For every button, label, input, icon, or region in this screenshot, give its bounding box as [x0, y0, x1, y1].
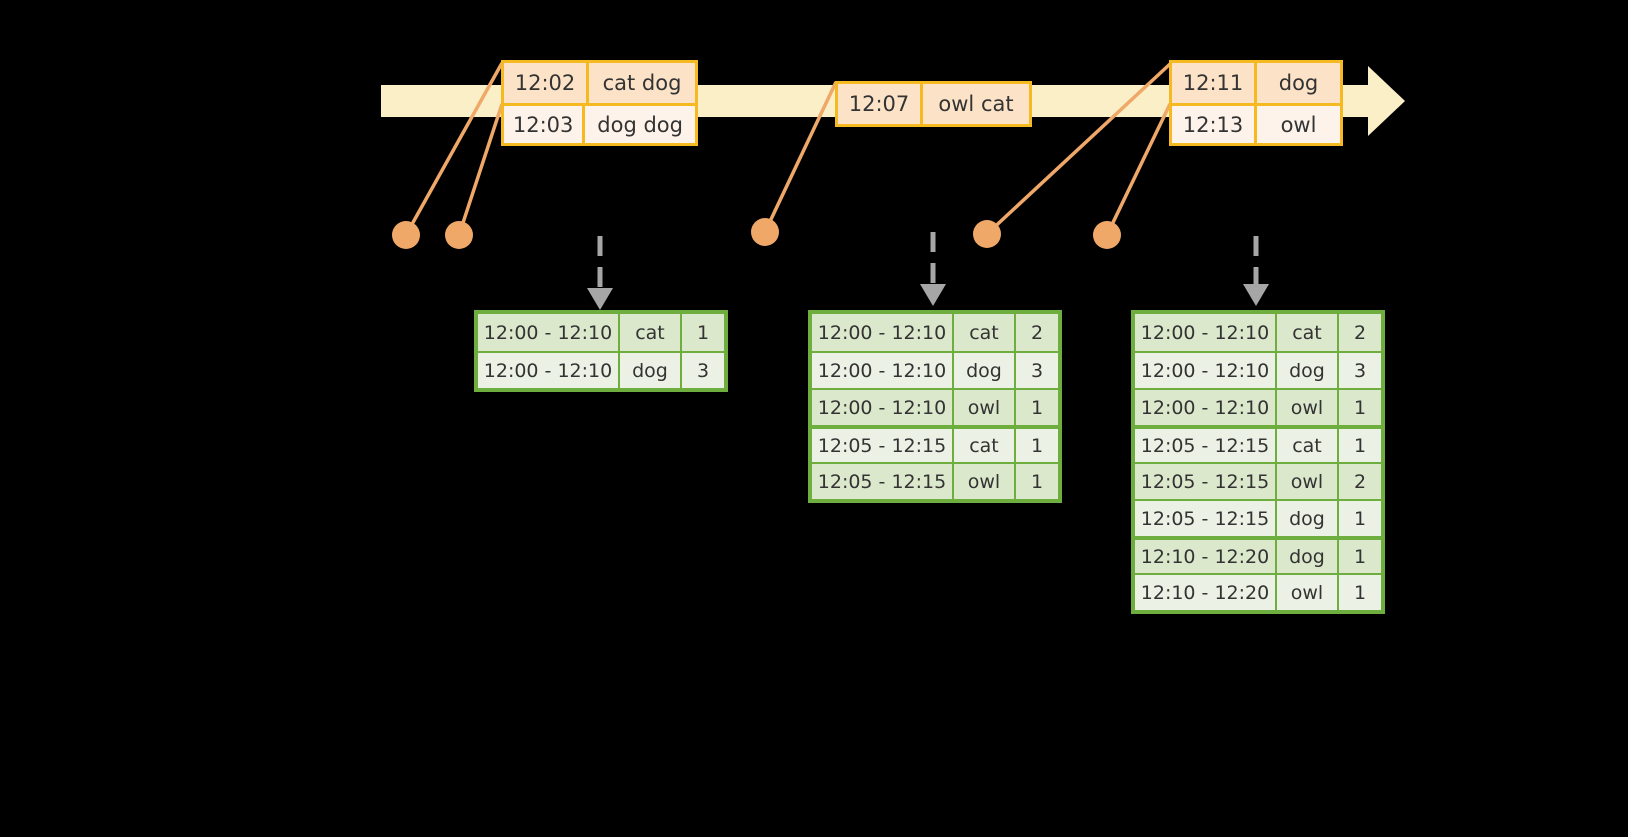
result-count: 1: [1353, 545, 1367, 568]
result-key: owl: [954, 390, 1016, 425]
table-row[interactable]: 12:05 - 12:15 cat 1: [1135, 425, 1381, 462]
event-row[interactable]: 12:02 cat dog: [504, 63, 695, 103]
event-row[interactable]: 12:11 dog: [1172, 63, 1340, 103]
result-count: 2: [1030, 321, 1044, 344]
result-window: 12:00 - 12:10: [1135, 353, 1277, 388]
result-window: 12:10 - 12:20: [1135, 575, 1277, 610]
event-row[interactable]: 12:03 dog dog: [504, 103, 695, 143]
result-key: owl: [1277, 464, 1339, 499]
result-count: 1: [1353, 434, 1367, 457]
result-key: dog: [620, 353, 682, 388]
result-window: 12:05 - 12:15: [812, 464, 954, 499]
result-window: 12:00 - 12:10: [812, 390, 954, 425]
connector-line-1: [404, 62, 504, 236]
event-time: 12:02: [504, 63, 589, 103]
result-count: 1: [1353, 581, 1367, 604]
event-time: 12:11: [1172, 63, 1257, 103]
event-text: cat dog: [602, 71, 682, 95]
result-key: owl: [954, 464, 1016, 499]
result-key: owl: [1277, 390, 1339, 425]
table-row[interactable]: 12:00 - 12:10 dog 3: [812, 351, 1058, 388]
event-time: 12:07: [838, 84, 923, 124]
result-window: 12:00 - 12:10: [478, 353, 620, 388]
result-count: 1: [1030, 396, 1044, 419]
connector-line-3: [763, 81, 838, 233]
table-row[interactable]: 12:10 - 12:20 dog 1: [1135, 536, 1381, 573]
event-row[interactable]: 12:07 owl cat: [838, 84, 1029, 124]
result-key: dog: [1277, 353, 1339, 388]
result-count: 1: [696, 321, 710, 344]
connector-line-5: [1105, 103, 1172, 236]
dashed-arrow-head-1: [587, 288, 613, 310]
result-key: cat: [1277, 314, 1339, 351]
result-window: 12:00 - 12:10: [812, 353, 954, 388]
event-box-2[interactable]: 12:07 owl cat: [835, 81, 1032, 127]
event-box-1[interactable]: 12:02 cat dog 12:03 dog dog: [501, 60, 698, 146]
table-row[interactable]: 12:00 - 12:10 owl 1: [1135, 388, 1381, 425]
result-count: 3: [696, 359, 710, 382]
result-window: 12:10 - 12:20: [1135, 540, 1277, 573]
result-key: cat: [620, 314, 682, 351]
event-time: 12:13: [1172, 106, 1257, 143]
event-text: owl cat: [938, 92, 1014, 116]
result-key: cat: [954, 314, 1016, 351]
result-window: 12:05 - 12:15: [1135, 501, 1277, 536]
result-key: dog: [1277, 501, 1339, 536]
event-text: dog: [1278, 71, 1319, 95]
connector-dot-4: [973, 220, 1001, 248]
result-count: 1: [1030, 434, 1044, 457]
table-row[interactable]: 12:00 - 12:10 cat 2: [812, 314, 1058, 351]
table-row[interactable]: 12:00 - 12:10 cat 2: [1135, 314, 1381, 351]
table-row[interactable]: 12:00 - 12:10 dog 3: [1135, 351, 1381, 388]
event-text: owl: [1280, 112, 1317, 137]
dashed-arrow-heads: [587, 284, 1269, 310]
window-results-table-1[interactable]: 12:00 - 12:10 cat 1 12:00 - 12:10 dog 3: [474, 310, 728, 392]
result-window: 12:00 - 12:10: [478, 314, 620, 351]
table-row[interactable]: 12:00 - 12:10 owl 1: [812, 388, 1058, 425]
timeline-arrowhead: [1368, 66, 1405, 136]
table-row[interactable]: 12:05 - 12:15 owl 1: [812, 462, 1058, 499]
result-count: 3: [1030, 359, 1044, 382]
result-count: 1: [1030, 470, 1044, 493]
window-results-table-2[interactable]: 12:00 - 12:10 cat 2 12:00 - 12:10 dog 3 …: [808, 310, 1062, 503]
result-window: 12:05 - 12:15: [812, 429, 954, 462]
dashed-arrow-head-2: [920, 284, 946, 306]
result-key: cat: [1277, 429, 1339, 462]
result-count: 3: [1353, 359, 1367, 382]
event-time: 12:03: [504, 106, 586, 143]
result-key: dog: [954, 353, 1016, 388]
connector-line-2: [457, 103, 504, 236]
table-row[interactable]: 12:00 - 12:10 dog 3: [478, 351, 724, 388]
table-row[interactable]: 12:05 - 12:15 cat 1: [812, 425, 1058, 462]
result-window: 12:00 - 12:10: [812, 314, 954, 351]
result-key: cat: [954, 429, 1016, 462]
dashed-arrows: [597, 232, 1259, 288]
result-window: 12:05 - 12:15: [1135, 429, 1277, 462]
connector-dot-3: [751, 218, 779, 246]
result-window: 12:00 - 12:10: [1135, 390, 1277, 425]
result-window: 12:00 - 12:10: [1135, 314, 1277, 351]
result-key: owl: [1277, 575, 1339, 610]
event-text: dog dog: [597, 112, 683, 137]
result-count: 1: [1353, 396, 1367, 419]
result-count: 2: [1353, 321, 1367, 344]
connector-dot-2: [445, 221, 473, 249]
table-row[interactable]: 12:10 - 12:20 owl 1: [1135, 573, 1381, 610]
connector-dot-1: [392, 221, 420, 249]
result-count: 1: [1353, 507, 1367, 530]
table-row[interactable]: 12:05 - 12:15 owl 2: [1135, 462, 1381, 499]
event-box-3[interactable]: 12:11 dog 12:13 owl: [1169, 60, 1343, 146]
window-results-table-3[interactable]: 12:00 - 12:10 cat 2 12:00 - 12:10 dog 3 …: [1131, 310, 1385, 614]
result-count: 2: [1353, 470, 1367, 493]
table-row[interactable]: 12:00 - 12:10 cat 1: [478, 314, 724, 351]
result-key: dog: [1277, 540, 1339, 573]
event-row[interactable]: 12:13 owl: [1172, 103, 1340, 143]
dashed-arrow-head-3: [1243, 284, 1269, 306]
connector-dot-5: [1093, 221, 1121, 249]
connector-dots: [392, 218, 1121, 249]
result-window: 12:05 - 12:15: [1135, 464, 1277, 499]
table-row[interactable]: 12:05 - 12:15 dog 1: [1135, 499, 1381, 536]
